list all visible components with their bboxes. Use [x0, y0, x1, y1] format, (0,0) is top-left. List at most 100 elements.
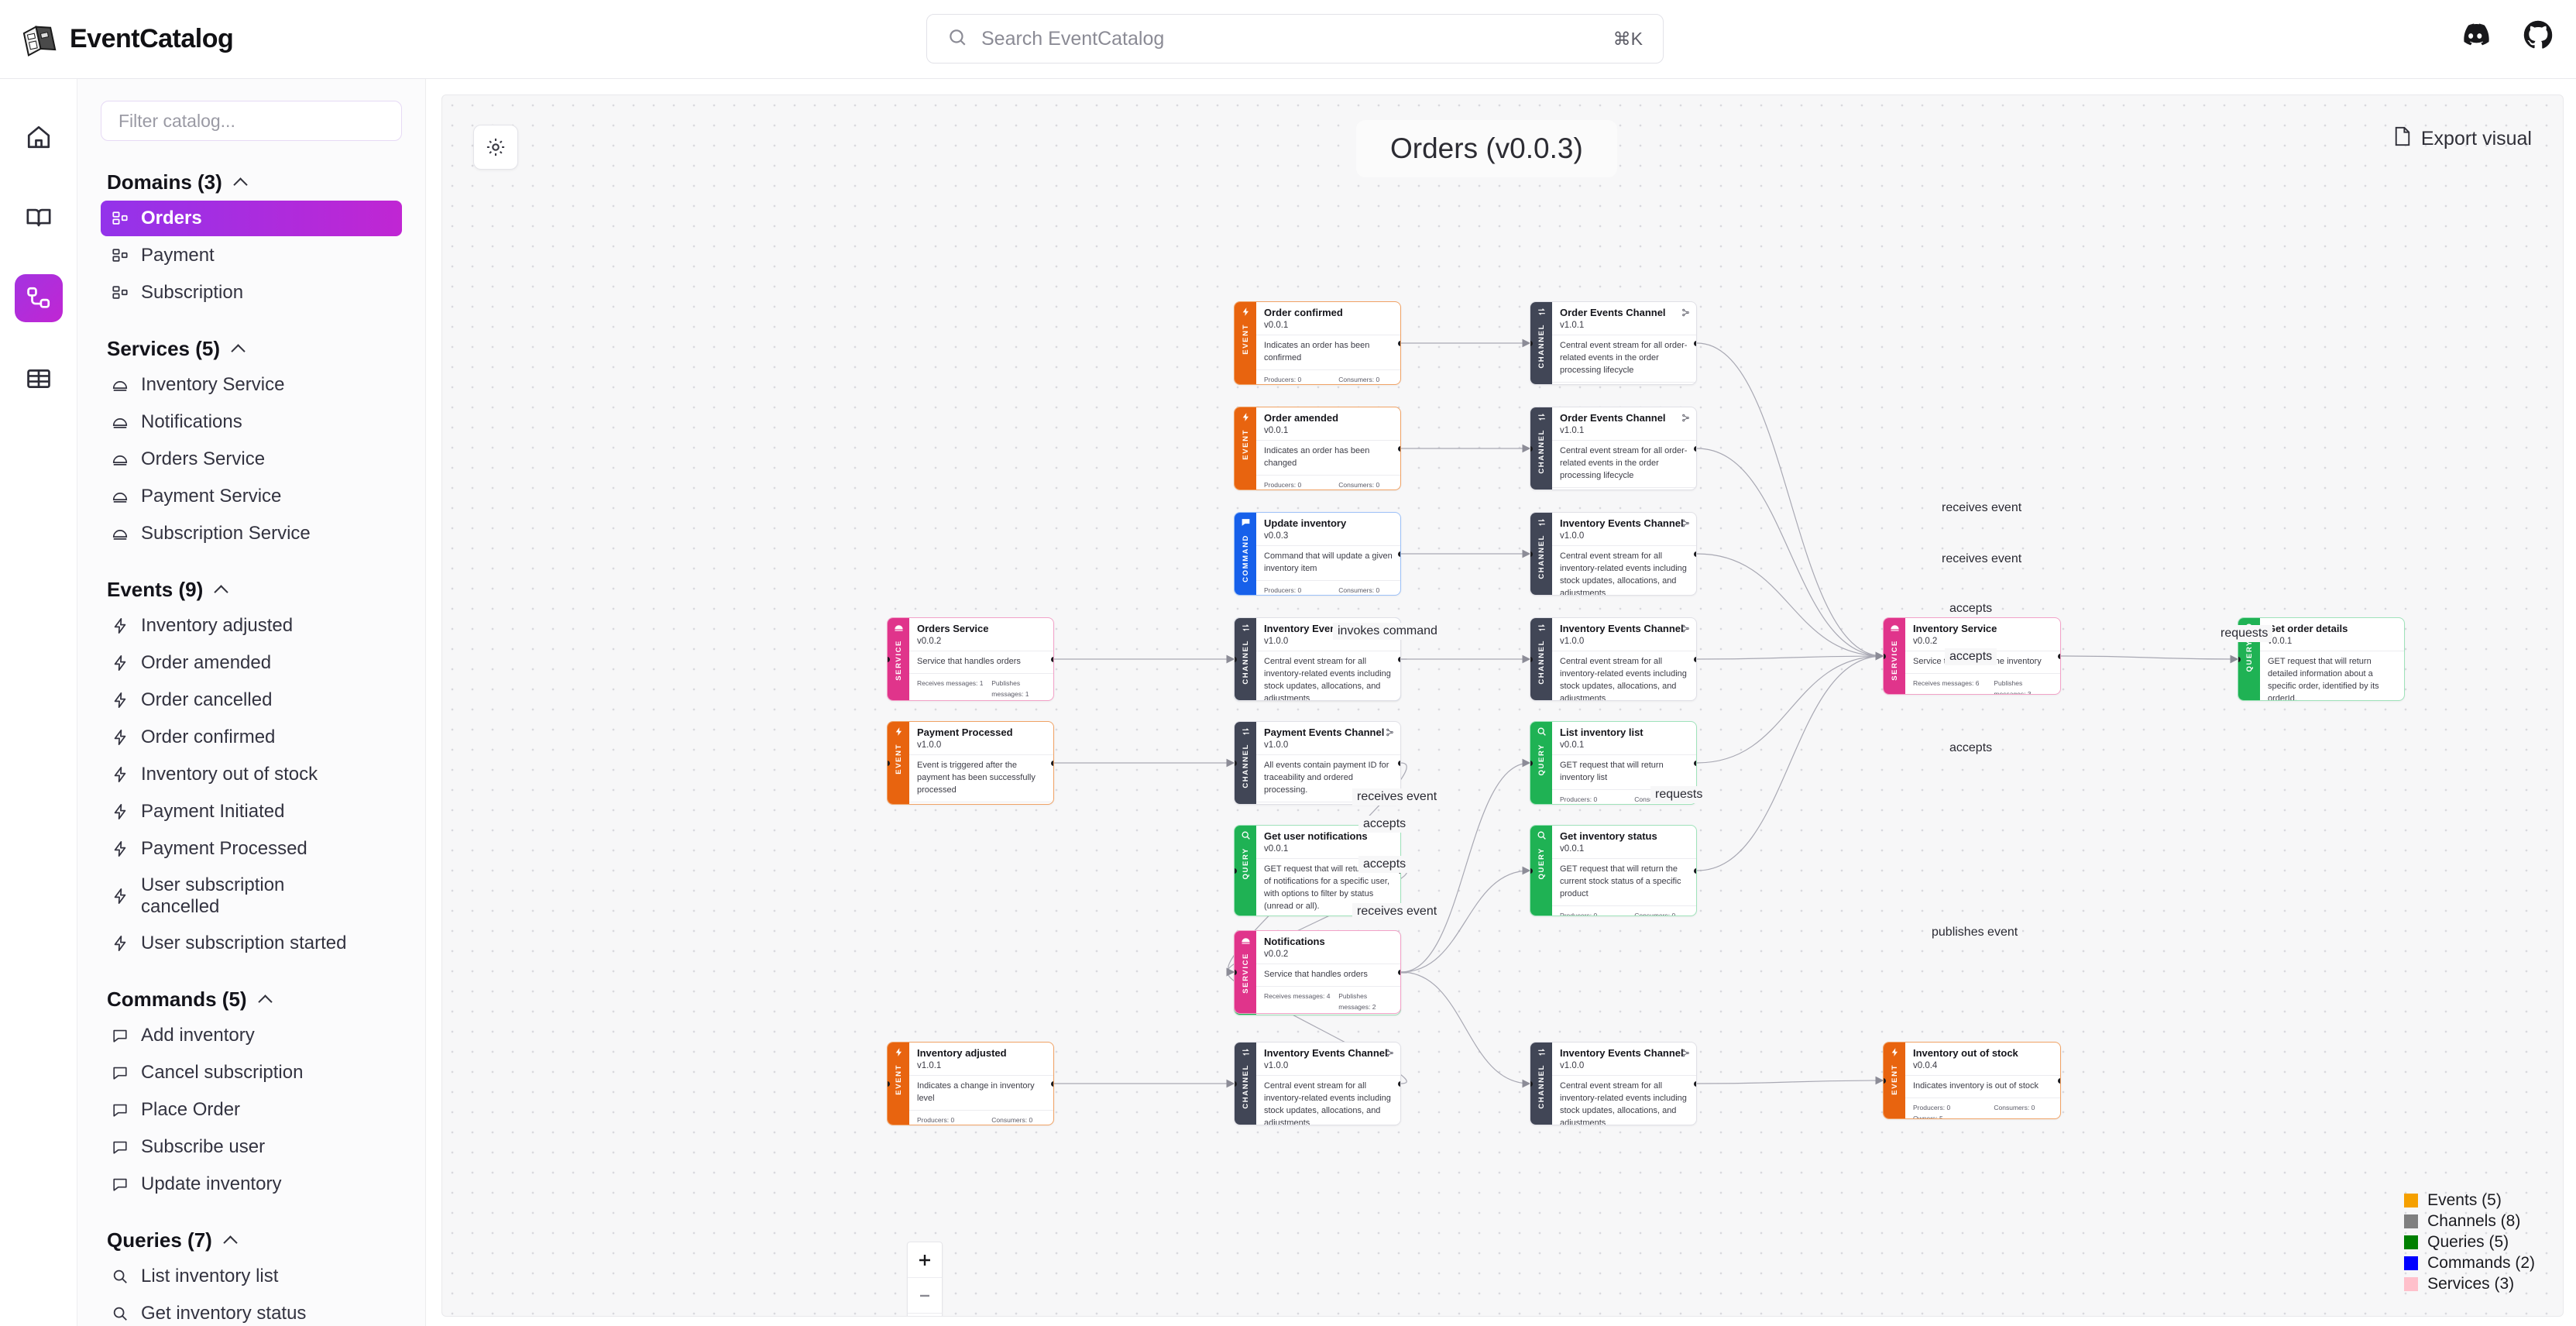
- node-output-handle[interactable]: [1398, 1080, 1400, 1087]
- node-input-handle[interactable]: [1884, 653, 1886, 659]
- sidebar-item-payment[interactable]: Payment: [101, 238, 402, 273]
- zoom-in-button[interactable]: [908, 1242, 942, 1278]
- chevron-up-icon[interactable]: [235, 179, 247, 186]
- github-icon[interactable]: [2523, 20, 2553, 53]
- node-output-handle[interactable]: [1694, 340, 1696, 346]
- chevron-up-icon[interactable]: [215, 586, 228, 593]
- node-output-handle[interactable]: [2058, 1077, 2060, 1084]
- fit-view-button[interactable]: [908, 1314, 942, 1316]
- sidebar-item-payment-initiated[interactable]: Payment Initiated: [101, 794, 402, 830]
- node-output-handle[interactable]: [1694, 656, 1696, 662]
- node-output-handle[interactable]: [1398, 969, 1400, 975]
- node-output-handle[interactable]: [1398, 551, 1400, 557]
- sidebar-item-subscription-service[interactable]: Subscription Service: [101, 516, 402, 551]
- node-output-handle[interactable]: [2058, 653, 2060, 659]
- sidebar-item-list-inventory-list[interactable]: List inventory list: [101, 1259, 402, 1294]
- sidebar-item-order-confirmed[interactable]: Order confirmed: [101, 720, 402, 755]
- search-input[interactable]: Search EventCatalog: [981, 27, 1165, 50]
- nav-group-header[interactable]: Queries (7): [101, 1228, 402, 1257]
- sidebar-item-inventory-adjusted[interactable]: Inventory adjusted: [101, 608, 402, 644]
- sidebar-item-user-subscription-cancelled[interactable]: User subscription cancelled: [101, 868, 402, 924]
- sidebar-item-user-subscription-started[interactable]: User subscription started: [101, 926, 402, 961]
- sidebar-item-place-order[interactable]: Place Order: [101, 1092, 402, 1128]
- sidebar-item-cancel-subscription[interactable]: Cancel subscription: [101, 1055, 402, 1091]
- node-input-handle[interactable]: [1530, 445, 1533, 452]
- filter-catalog-input[interactable]: Filter catalog...: [101, 101, 402, 141]
- node-input-handle[interactable]: [888, 656, 890, 662]
- node-output-handle[interactable]: [1051, 656, 1053, 662]
- node-input-handle[interactable]: [1530, 340, 1533, 346]
- sidebar-item-order-cancelled[interactable]: Order cancelled: [101, 682, 402, 718]
- node-input-handle[interactable]: [1235, 656, 1237, 662]
- node-output-handle[interactable]: [1398, 760, 1400, 766]
- sidebar-item-orders[interactable]: Orders: [101, 201, 402, 236]
- sidebar-item-update-inventory[interactable]: Update inventory: [101, 1166, 402, 1202]
- node-input-handle[interactable]: [1235, 969, 1237, 975]
- home-icon[interactable]: [15, 113, 63, 161]
- brand[interactable]: EventCatalog: [22, 22, 234, 57]
- chevron-up-icon[interactable]: [232, 345, 245, 352]
- sidebar-item-inventory-out-of-stock[interactable]: Inventory out of stock: [101, 757, 402, 792]
- sidebar-item-get-inventory-status[interactable]: Get inventory status: [101, 1296, 402, 1326]
- node-input-handle[interactable]: [1530, 656, 1533, 662]
- sidebar-item-payment-processed[interactable]: Payment Processed: [101, 831, 402, 867]
- nav-group-header[interactable]: Events (9): [101, 578, 402, 606]
- sidebar-item-order-amended[interactable]: Order amended: [101, 645, 402, 681]
- node-output-handle[interactable]: [1694, 551, 1696, 557]
- node-input-handle[interactable]: [1530, 551, 1533, 557]
- sidebar-item-subscription[interactable]: Subscription: [101, 275, 402, 311]
- discord-icon[interactable]: [2458, 22, 2489, 51]
- node-output-handle[interactable]: [1398, 656, 1400, 662]
- chevron-up-icon[interactable]: [225, 1237, 237, 1244]
- node-output-handle[interactable]: [1694, 445, 1696, 452]
- docs-book-icon[interactable]: [15, 194, 63, 242]
- node-output-handle[interactable]: [1694, 760, 1696, 766]
- zoom-out-button[interactable]: [908, 1278, 942, 1314]
- sidebar-item-add-inventory[interactable]: Add inventory: [101, 1018, 402, 1053]
- sidebar-item-notifications[interactable]: Notifications: [101, 404, 402, 440]
- settings-gear-icon[interactable]: [473, 125, 518, 170]
- sidebar-item-payment-service[interactable]: Payment Service: [101, 479, 402, 514]
- zoom-controls[interactable]: [907, 1242, 943, 1316]
- node-input-handle[interactable]: [2238, 656, 2241, 662]
- nav-group-header[interactable]: Services (5): [101, 337, 402, 366]
- node-input-handle[interactable]: [1235, 867, 1237, 874]
- node-output-handle[interactable]: [1398, 340, 1400, 346]
- search-bar[interactable]: Search EventCatalog ⌘K: [926, 14, 1664, 64]
- node-output-handle[interactable]: [1398, 445, 1400, 452]
- node-input-handle[interactable]: [1884, 1077, 1886, 1084]
- node-input-handle[interactable]: [888, 1080, 890, 1087]
- sidebar-item-subscribe-user[interactable]: Subscribe user: [101, 1129, 402, 1165]
- node-input-handle[interactable]: [1235, 760, 1237, 766]
- node-input-handle[interactable]: [1235, 1080, 1237, 1087]
- visualiser-graph-icon[interactable]: [14, 274, 63, 322]
- node-output-handle[interactable]: [1051, 1080, 1053, 1087]
- node-output-handle[interactable]: [1694, 867, 1696, 874]
- node-input-handle[interactable]: [1530, 760, 1533, 766]
- export-visual-button[interactable]: Export visual: [2393, 126, 2532, 152]
- node-output-handle[interactable]: [1051, 760, 1053, 766]
- sidebar-item-orders-service[interactable]: Orders Service: [101, 441, 402, 477]
- node-input-handle[interactable]: [888, 760, 890, 766]
- nav-group-header[interactable]: Domains (3): [101, 170, 402, 199]
- table-grid-icon[interactable]: [15, 355, 63, 403]
- nav-group-header[interactable]: Commands (5): [101, 988, 402, 1016]
- sidebar-item-inventory-service[interactable]: Inventory Service: [101, 367, 402, 403]
- chevron-up-icon[interactable]: [259, 996, 272, 1003]
